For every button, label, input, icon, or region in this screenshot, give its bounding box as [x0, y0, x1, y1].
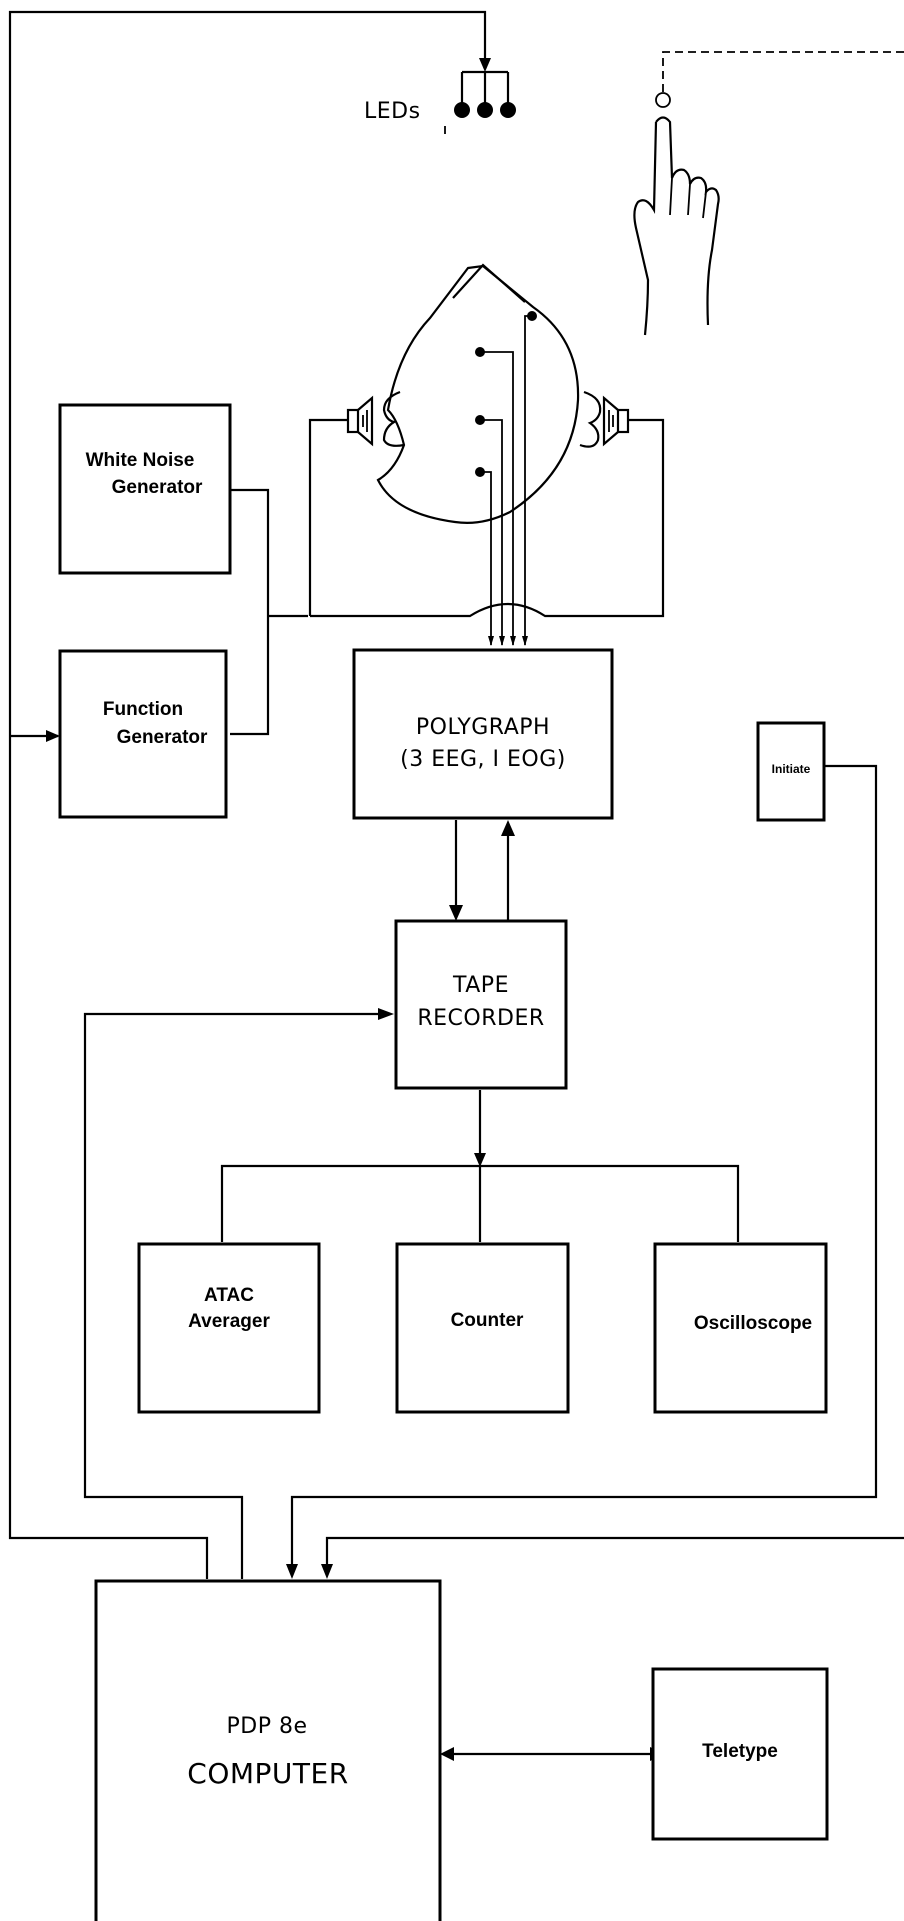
- leds: LEDs: [364, 72, 516, 134]
- polygraph-label-2: (3 EEG, I EOG): [400, 747, 566, 772]
- white-noise-generator: White Noise Generator: [60, 405, 230, 573]
- response-hand-icon: [634, 93, 718, 335]
- function-generator-label-2: Generator: [117, 727, 208, 748]
- left-speaker-icon: [348, 398, 372, 444]
- led-leads: [462, 72, 508, 105]
- arrow-teletype-to-computer: [440, 1747, 454, 1761]
- computer-label-1: PDP 8e: [227, 1714, 308, 1739]
- arrow-initiate-to-computer: [286, 1564, 298, 1579]
- electrode-1-icon: [475, 347, 485, 357]
- arrow-tape-to-polygraph: [501, 820, 515, 836]
- right-ear-icon: [580, 392, 600, 447]
- response-button-icon: [656, 93, 670, 107]
- polygraph-label-1: POLYGRAPH: [416, 715, 550, 740]
- hand-finger-lines: [670, 178, 706, 218]
- counter-label: Counter: [451, 1310, 524, 1331]
- wire-eog-electrode: [525, 316, 532, 645]
- hand-outline: [634, 118, 718, 336]
- leds-label: LEDs: [364, 99, 421, 124]
- electrode-2-icon: [475, 415, 485, 425]
- led-1-icon: [454, 102, 470, 118]
- atac-label-1: ATAC: [204, 1285, 254, 1306]
- arrow-eog: [522, 636, 528, 646]
- oscilloscope-box: Oscilloscope: [655, 1244, 826, 1412]
- oscilloscope-label: Oscilloscope: [694, 1313, 812, 1334]
- arrow-electrode-3: [488, 636, 494, 646]
- initiate-box: Initiate: [758, 723, 824, 820]
- wire-right-speaker: [310, 420, 663, 616]
- atac-label-2: Averager: [188, 1311, 270, 1332]
- led-3-icon: [500, 102, 516, 118]
- wire-electrode-3: [480, 472, 491, 645]
- arrow-polygraph-to-tape: [449, 905, 463, 921]
- wire-response-switch: [663, 52, 904, 92]
- tape-recorder-label-2: RECORDER: [417, 1006, 544, 1031]
- wire-generators-merge: [230, 490, 268, 734]
- nose-icon: [453, 265, 525, 302]
- arrowheads: [46, 58, 664, 1761]
- teletype-label: Teletype: [702, 1741, 778, 1762]
- atac-averager: ATAC Averager: [139, 1244, 319, 1412]
- arrow-to-function-generator: [46, 730, 60, 742]
- arrow-computer-to-tape: [378, 1008, 394, 1020]
- arrow-to-leds: [479, 58, 491, 72]
- arrow-electrode-1: [510, 636, 516, 646]
- tape-recorder-label-1: TAPE: [452, 973, 509, 998]
- pdp-computer: PDP 8e COMPUTER: [96, 1581, 440, 1921]
- right-speaker-icon: [604, 398, 628, 444]
- electrode-3-icon: [475, 467, 485, 477]
- subject-head-icon: [378, 265, 600, 523]
- teletype-box: Teletype: [653, 1669, 827, 1839]
- arrow-response-to-computer: [321, 1564, 333, 1579]
- function-generator: Function Generator: [60, 651, 226, 817]
- eog-electrode-icon: [527, 311, 537, 321]
- tape-recorder: TAPE RECORDER: [396, 921, 566, 1088]
- wire-response-to-computer: [327, 1538, 904, 1565]
- head-outline: [378, 266, 578, 523]
- wire-electrode-1: [480, 352, 513, 645]
- computer-label-2: COMPUTER: [187, 1757, 348, 1790]
- polygraph: POLYGRAPH (3 EEG, I EOG): [354, 650, 612, 818]
- wire-left-speaker: [310, 420, 348, 616]
- white-noise-label-1: White Noise: [86, 450, 195, 471]
- led-2-icon: [477, 102, 493, 118]
- arrow-electrode-2: [499, 636, 505, 646]
- initiate-label: Initiate: [772, 762, 811, 776]
- counter-box: Counter: [397, 1244, 568, 1412]
- white-noise-label-2: Generator: [112, 477, 203, 498]
- function-generator-label-1: Function: [103, 699, 183, 720]
- connection-wires: [10, 12, 904, 1754]
